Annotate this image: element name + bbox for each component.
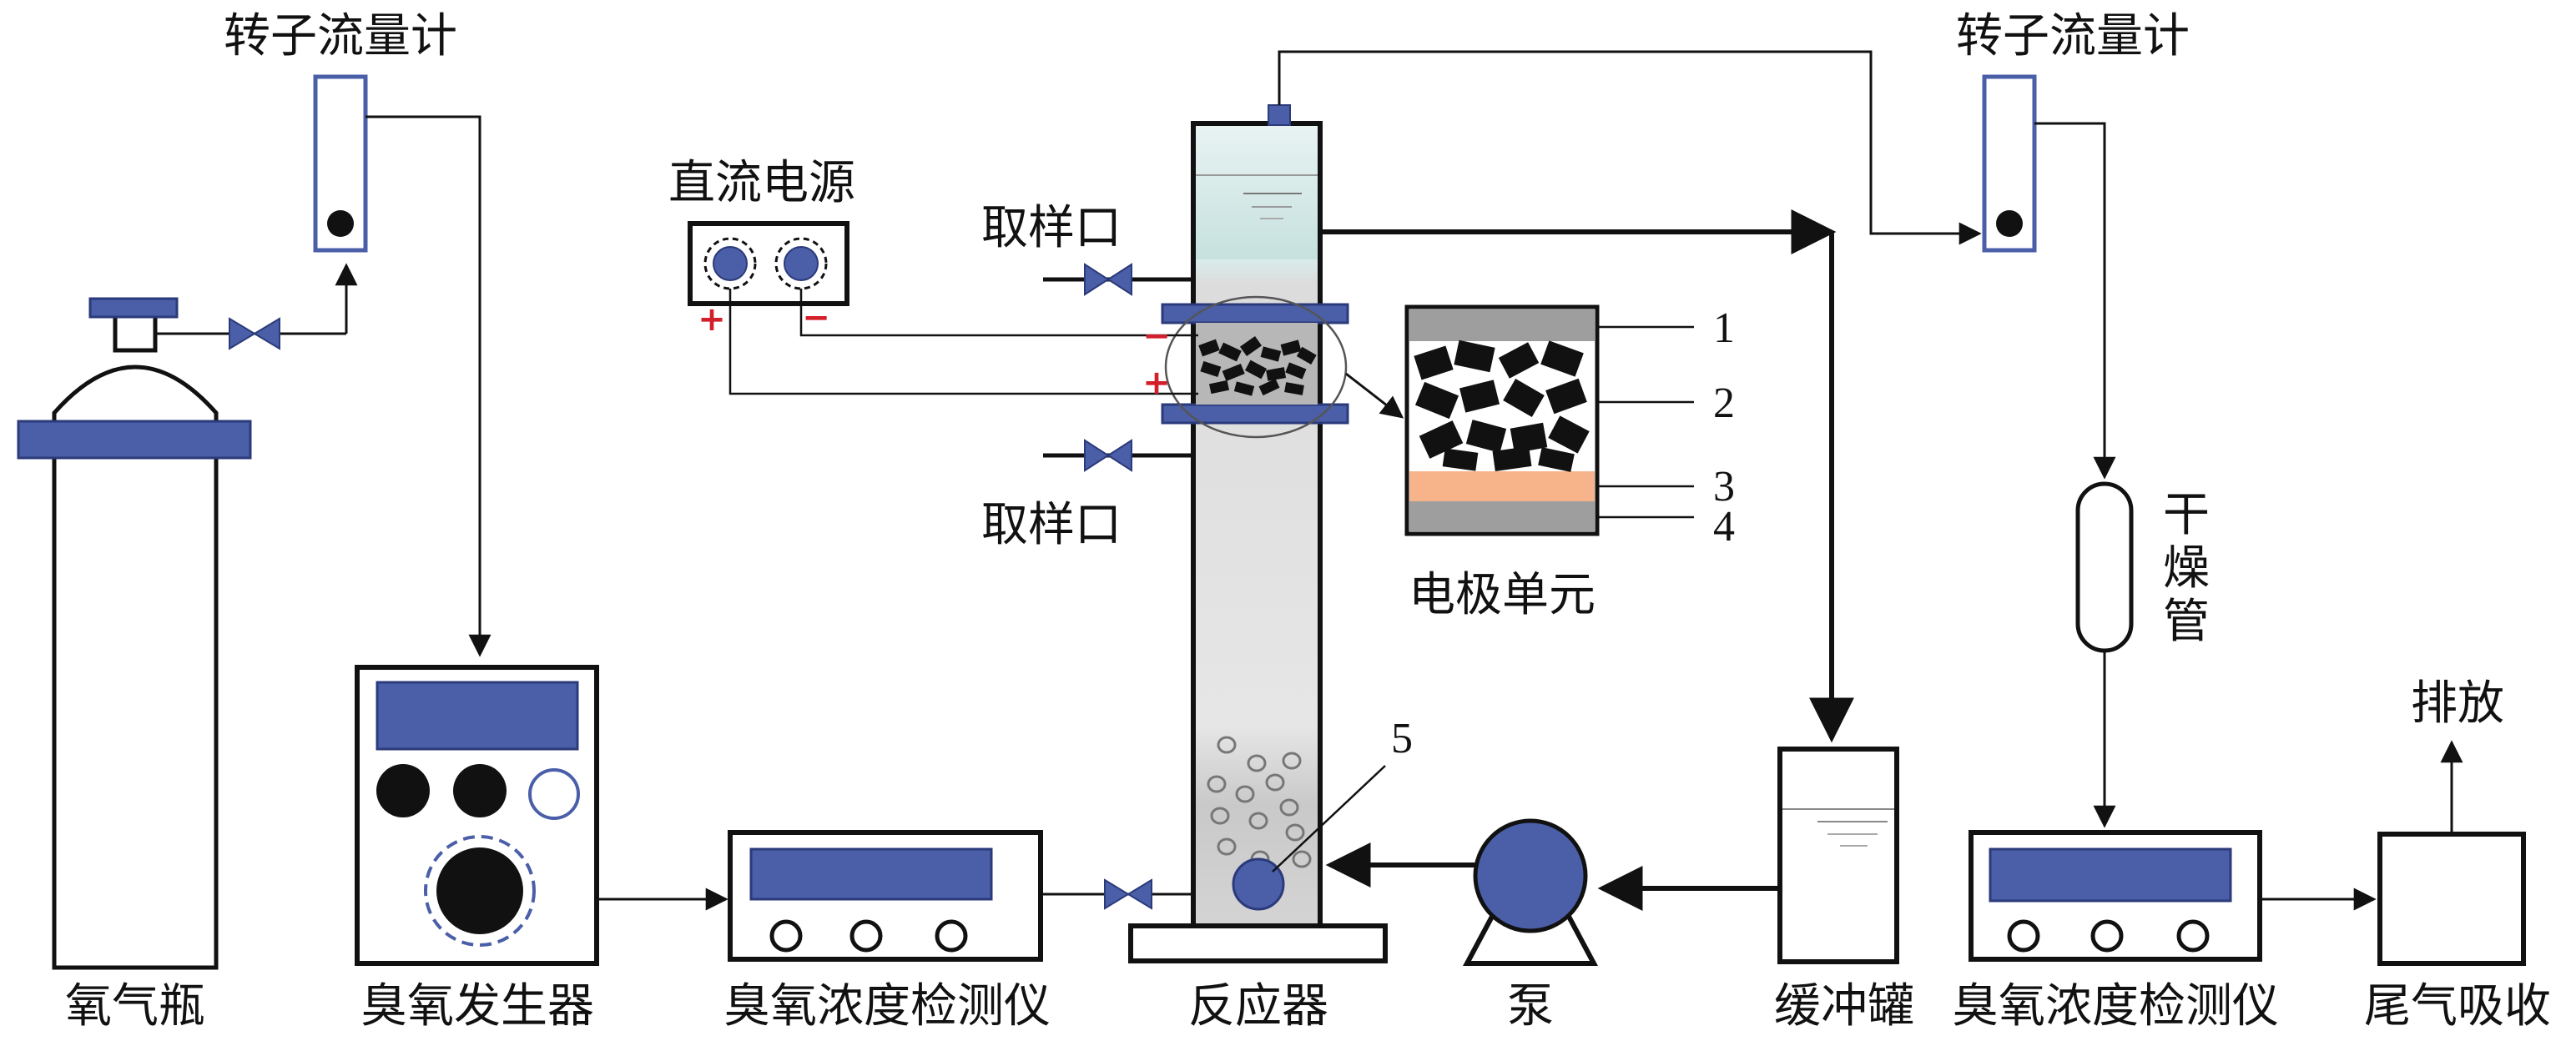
sampling-port-top-label: 取样口: [981, 201, 1122, 255]
ozone-detector-right-label: 臭氧浓度检测仪: [1952, 979, 2279, 1033]
dc-power-label: 直流电源: [668, 156, 855, 210]
electrode-zoom-ellipse: [1164, 295, 1348, 439]
reactor-label: 反应器: [1188, 979, 1328, 1033]
sampling-port-bottom-label: 取样口: [981, 498, 1122, 552]
dc-power-supply: [688, 221, 849, 306]
electrode-unit: [1404, 304, 1694, 536]
sampling-port-top: [1043, 263, 1193, 296]
electrode-layer-4: 4: [1713, 503, 1735, 551]
buffer-tank: [1777, 747, 1899, 964]
electrode-unit-label: 电极单元: [1409, 568, 1596, 622]
pipe-flowmeter-to-drying-tube: [2034, 122, 2116, 480]
diffuser-number: 5: [1391, 715, 1413, 762]
gas-pipe-to-flowmeter-right: [1278, 50, 1982, 245]
electrode-negative-sign: −: [1142, 317, 1171, 355]
dc-negative-sign: −: [802, 299, 830, 337]
pipe-flowmeter-to-generator: [365, 115, 492, 657]
ozone-detector-right: [1969, 830, 2262, 962]
drying-tube-label-1: 干: [2163, 488, 2210, 542]
electrode-positive-sign: +: [1142, 364, 1171, 402]
tail-gas-absorption-label: 尾气吸收: [2364, 979, 2551, 1033]
reactor: [1128, 104, 1388, 963]
tail-gas-absorption-box: [2377, 832, 2526, 966]
zoom-arrow: [1345, 372, 1404, 419]
dc-positive-sign: +: [698, 300, 726, 339]
negative-wire: [799, 289, 1198, 337]
pump-label: 泵: [1507, 979, 1554, 1033]
electrode-layer-1: 1: [1713, 304, 1735, 352]
electrode-layer-3: 3: [1713, 463, 1735, 510]
buffer-tank-label: 缓冲罐: [1774, 979, 1914, 1033]
sampling-port-bottom: [1043, 439, 1193, 472]
flowmeter-right-label: 转子流量计: [1956, 9, 2190, 63]
flowmeter-left: [313, 74, 368, 253]
drying-tube-label-3: 管: [2163, 595, 2210, 649]
pump: [1463, 818, 1598, 966]
cylinder-valve-icon: [229, 317, 280, 350]
flowmeter-right: [1982, 74, 2037, 253]
discharge-label: 排放: [2411, 676, 2504, 731]
ozone-detector-left-label: 臭氧浓度检测仪: [723, 979, 1051, 1033]
diffuser-leader-line: [1272, 765, 1386, 873]
ozone-generator-label: 臭氧发生器: [360, 979, 594, 1033]
oxygen-cylinder-label: 氧气瓶: [65, 979, 205, 1033]
positive-wire: [728, 289, 1198, 395]
flowmeter-left-label: 转子流量计: [224, 9, 457, 63]
electrode-layer-2: 2: [1713, 380, 1735, 427]
ozone-generator: [355, 665, 599, 966]
oxygen-cylinder: [17, 297, 252, 970]
inlet-valve-icon: [1104, 878, 1152, 910]
drying-tube: [2075, 481, 2134, 653]
ozone-detector-left: [728, 830, 1043, 962]
drying-tube-label-2: 燥: [2163, 541, 2210, 596]
